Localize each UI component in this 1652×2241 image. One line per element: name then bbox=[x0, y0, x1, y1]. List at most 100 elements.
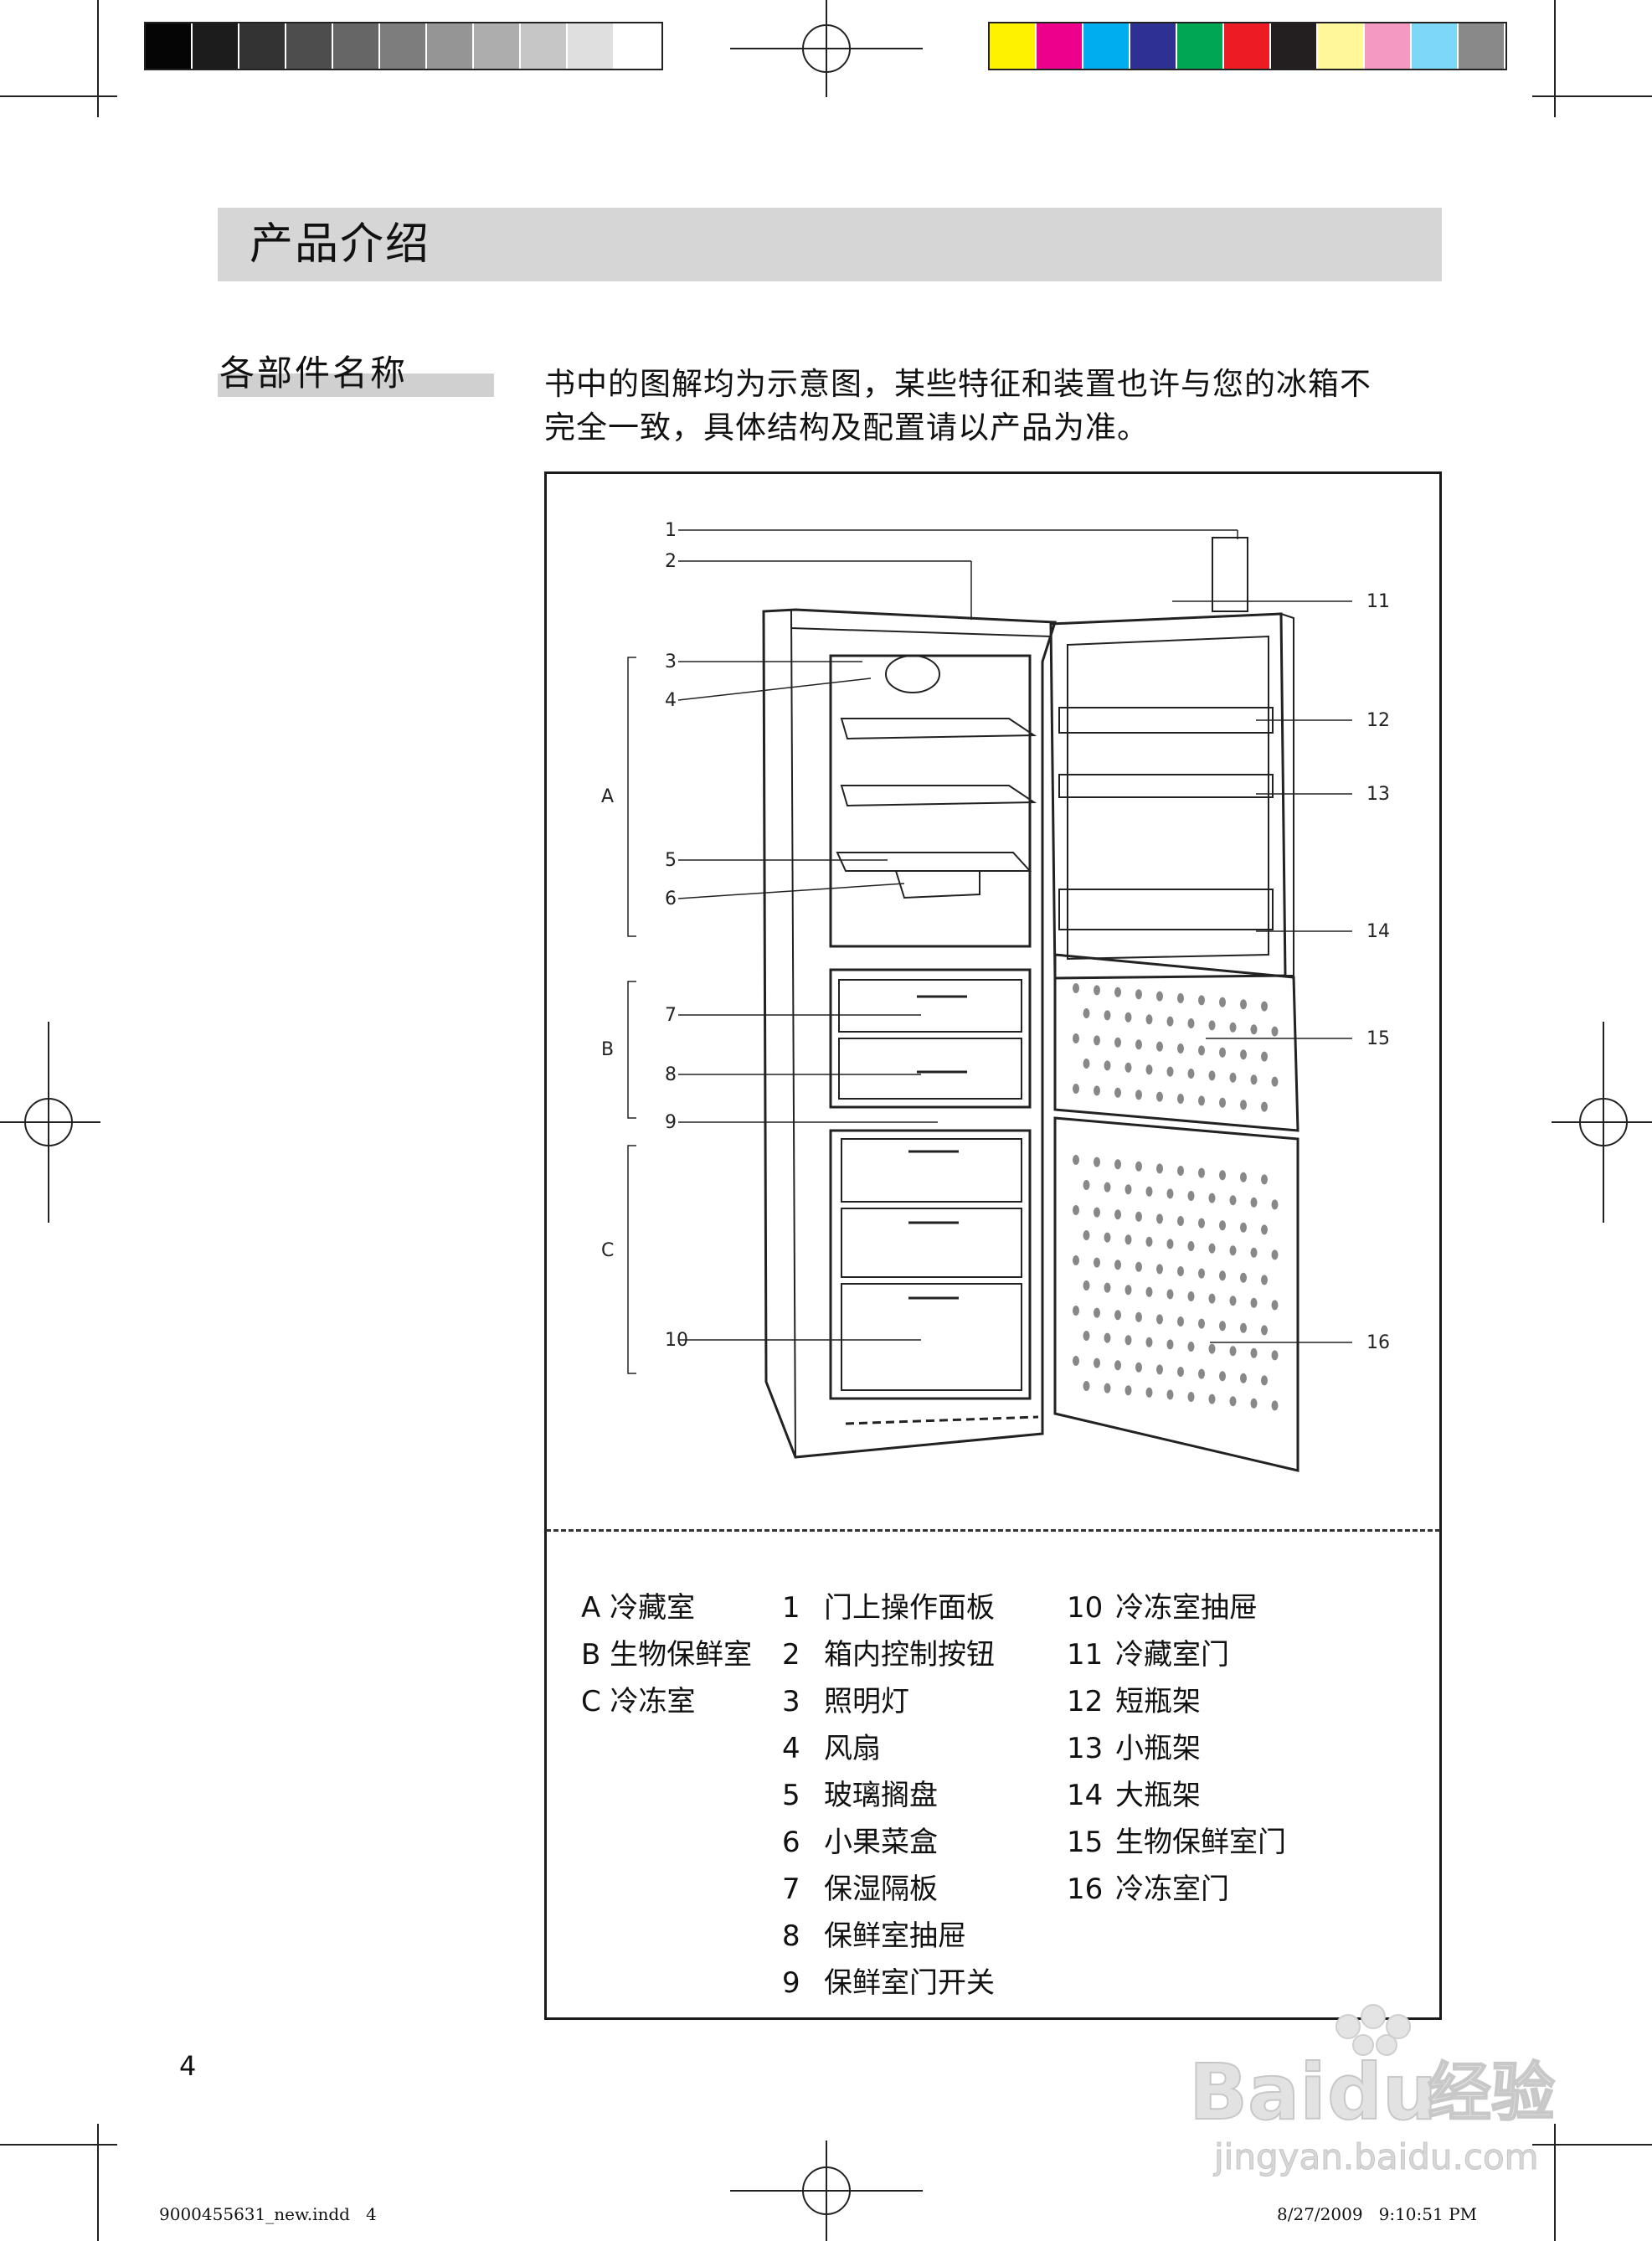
door-dimple bbox=[1271, 1199, 1279, 1210]
color-swatch bbox=[615, 23, 661, 69]
door-dimple bbox=[1250, 1024, 1258, 1035]
watermark-word-1: Bai bbox=[1189, 2048, 1326, 2137]
legend-label: 保鲜室门开关 bbox=[824, 1966, 995, 2000]
door-dimple bbox=[1240, 1272, 1247, 1283]
door-dimple bbox=[1166, 1389, 1174, 1400]
color-swatch bbox=[193, 23, 239, 69]
door-dimple bbox=[1271, 1400, 1279, 1411]
legend-label: 箱内控制按钮 bbox=[824, 1638, 995, 1672]
door-dimple bbox=[1145, 1064, 1153, 1075]
door-dimple bbox=[1135, 1261, 1142, 1272]
legend-label: 小瓶架 bbox=[1115, 1732, 1201, 1765]
door-dimple bbox=[1114, 1360, 1121, 1371]
callout-number: 16 bbox=[1366, 1332, 1390, 1353]
door-dimple bbox=[1083, 1230, 1090, 1240]
watermark-url: jingyan.baidu.com bbox=[1213, 2136, 1539, 2177]
door-dimple bbox=[1156, 1314, 1163, 1325]
door-dimple bbox=[1145, 1286, 1153, 1297]
door-dimple bbox=[1073, 1205, 1079, 1215]
callout-number: 14 bbox=[1366, 921, 1390, 942]
door-dimple bbox=[1104, 1232, 1111, 1243]
figure-frame bbox=[544, 471, 1442, 2020]
crop-mark bbox=[0, 2144, 117, 2146]
color-swatch bbox=[1365, 23, 1412, 69]
legend-num: 7 bbox=[782, 1873, 800, 1906]
door-dimple bbox=[1177, 993, 1184, 1003]
door-dimple bbox=[1271, 1350, 1279, 1361]
door-dimple bbox=[1135, 989, 1142, 1000]
short-bottle-rack bbox=[1058, 707, 1274, 734]
legend-num: 5 bbox=[782, 1779, 800, 1812]
door-dimple bbox=[1261, 1174, 1268, 1185]
legend-zone: C 冷冻室 bbox=[581, 1685, 696, 1718]
callout-number: 9 bbox=[665, 1112, 677, 1133]
door-dimple bbox=[1177, 1266, 1184, 1276]
section-title-bar bbox=[218, 374, 494, 397]
legend-num: 3 bbox=[782, 1685, 800, 1718]
door-dimple bbox=[1083, 1331, 1090, 1341]
door-dimple bbox=[1198, 1045, 1205, 1056]
crop-mark bbox=[1554, 0, 1556, 117]
legend-label: 保湿隔板 bbox=[824, 1873, 938, 1906]
door-dimple bbox=[1166, 1289, 1174, 1300]
legend-zone: B 生物保鲜室 bbox=[581, 1638, 753, 1672]
door-dimple bbox=[1219, 1097, 1226, 1108]
intro-line-1: 书中的图解均为示意图，某些特征和装置也许与您的冰箱不 bbox=[544, 366, 1372, 402]
door-dimple bbox=[1240, 1222, 1247, 1233]
door-dimple bbox=[1250, 1398, 1258, 1409]
legend-num: 9 bbox=[782, 1966, 800, 2000]
crop-mark bbox=[97, 0, 99, 117]
figure-divider bbox=[546, 1529, 1440, 1532]
legend-item: 9 保鲜室门开关 bbox=[782, 1960, 995, 2007]
door-dimple bbox=[1229, 1245, 1237, 1256]
freezer-door bbox=[1053, 1116, 1299, 1472]
door-dimple bbox=[1198, 1318, 1205, 1329]
door-dimple bbox=[1219, 1371, 1226, 1382]
door-dimple bbox=[1166, 1066, 1174, 1077]
page-header-bar bbox=[218, 208, 1442, 281]
small-bottle-rack bbox=[1058, 774, 1274, 798]
legend-label: 短瓶架 bbox=[1115, 1685, 1201, 1718]
door-dimple bbox=[1208, 1070, 1216, 1081]
door-dimple bbox=[1104, 1282, 1111, 1293]
door-dimple bbox=[1250, 1197, 1258, 1208]
freezer-compartment bbox=[829, 1129, 1032, 1400]
page-number: 4 bbox=[179, 2050, 197, 2082]
legend-label: 门上操作面板 bbox=[824, 1591, 995, 1625]
door-dimple bbox=[1261, 1224, 1268, 1235]
door-dimple bbox=[1261, 1051, 1268, 1062]
door-dimple bbox=[1261, 1375, 1268, 1386]
door-dimple bbox=[1208, 1293, 1216, 1304]
door-dimple bbox=[1240, 1172, 1247, 1182]
color-swatch bbox=[1177, 23, 1224, 69]
door-dimple bbox=[1156, 1091, 1163, 1102]
glass-shelf bbox=[840, 785, 1037, 807]
legend-label: 保鲜室抽屉 bbox=[824, 1919, 966, 1953]
door-dimple bbox=[1094, 1085, 1100, 1096]
legend-label: 小果菜盒 bbox=[824, 1826, 938, 1859]
door-dimple bbox=[1187, 1342, 1195, 1352]
legend-num: 11 bbox=[1067, 1638, 1104, 1672]
color-swatch bbox=[380, 23, 427, 69]
door-dimple bbox=[1114, 1209, 1121, 1220]
door-dimple bbox=[1219, 1321, 1226, 1332]
registration-mark-right bbox=[1552, 1022, 1652, 1223]
door-dimple bbox=[1094, 1035, 1100, 1046]
crop-mark bbox=[1532, 95, 1652, 97]
color-swatch bbox=[568, 23, 615, 69]
door-dimple bbox=[1104, 1332, 1111, 1343]
registration-mark-left bbox=[0, 1022, 100, 1223]
color-swatch bbox=[474, 23, 521, 69]
door-dimple bbox=[1250, 1297, 1258, 1308]
door-dimple bbox=[1094, 1257, 1100, 1268]
legend-num: 2 bbox=[782, 1638, 800, 1672]
legend-label: 生物保鲜室门 bbox=[1115, 1826, 1286, 1859]
door-dimple bbox=[1156, 1163, 1163, 1174]
door-dimple bbox=[1229, 1022, 1237, 1033]
door-dimple bbox=[1208, 1020, 1216, 1031]
